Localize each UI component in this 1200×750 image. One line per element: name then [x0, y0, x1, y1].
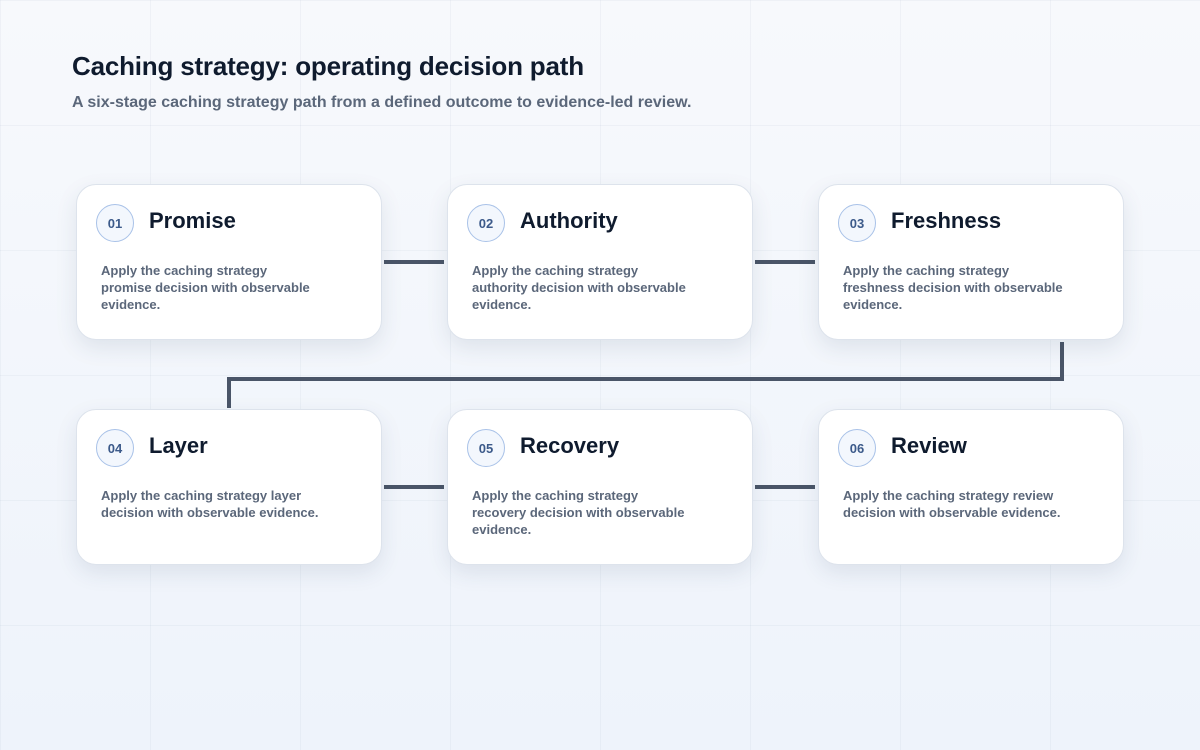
stage-description: Apply the caching strategy recovery deci… [472, 488, 685, 537]
stage-title: Review [891, 433, 967, 458]
stage-number-badge: 03 [838, 204, 876, 242]
stage-card-review: 06 Review Apply the caching strategy rev… [818, 409, 1124, 565]
stage-card-freshness: 03 Freshness Apply the caching strategy … [818, 184, 1124, 340]
stage-title: Authority [520, 208, 618, 233]
stage-card-layer: 04 Layer Apply the caching strategy laye… [76, 409, 382, 565]
stage-description: Apply the caching strategy review decisi… [843, 488, 1061, 520]
stage-number-badge: 06 [838, 429, 876, 467]
page-subtitle: A six-stage caching strategy path from a… [72, 94, 692, 111]
stage-number-badge: 01 [96, 204, 134, 242]
stage-description: Apply the caching strategy promise decis… [101, 263, 310, 312]
connector-03-04 [227, 342, 1064, 408]
stage-card-promise: 01 Promise Apply the caching strategy pr… [76, 184, 382, 340]
stage-title: Freshness [891, 208, 1002, 233]
stage-title: Promise [149, 208, 236, 233]
stage-number-badge: 04 [96, 429, 134, 467]
page-title: Caching strategy: operating decision pat… [72, 51, 584, 81]
stage-description: Apply the caching strategy freshness dec… [843, 263, 1063, 312]
stage-number-badge: 02 [467, 204, 505, 242]
stage-description: Apply the caching strategy layer decisio… [101, 488, 319, 520]
stage-title: Layer [149, 433, 208, 458]
stage-number-badge: 05 [467, 429, 505, 467]
stage-card-recovery: 05 Recovery Apply the caching strategy r… [447, 409, 753, 565]
stage-description: Apply the caching strategy authority dec… [472, 263, 686, 312]
stage-title: Recovery [520, 433, 620, 458]
stage-card-authority: 02 Authority Apply the caching strategy … [447, 184, 753, 340]
